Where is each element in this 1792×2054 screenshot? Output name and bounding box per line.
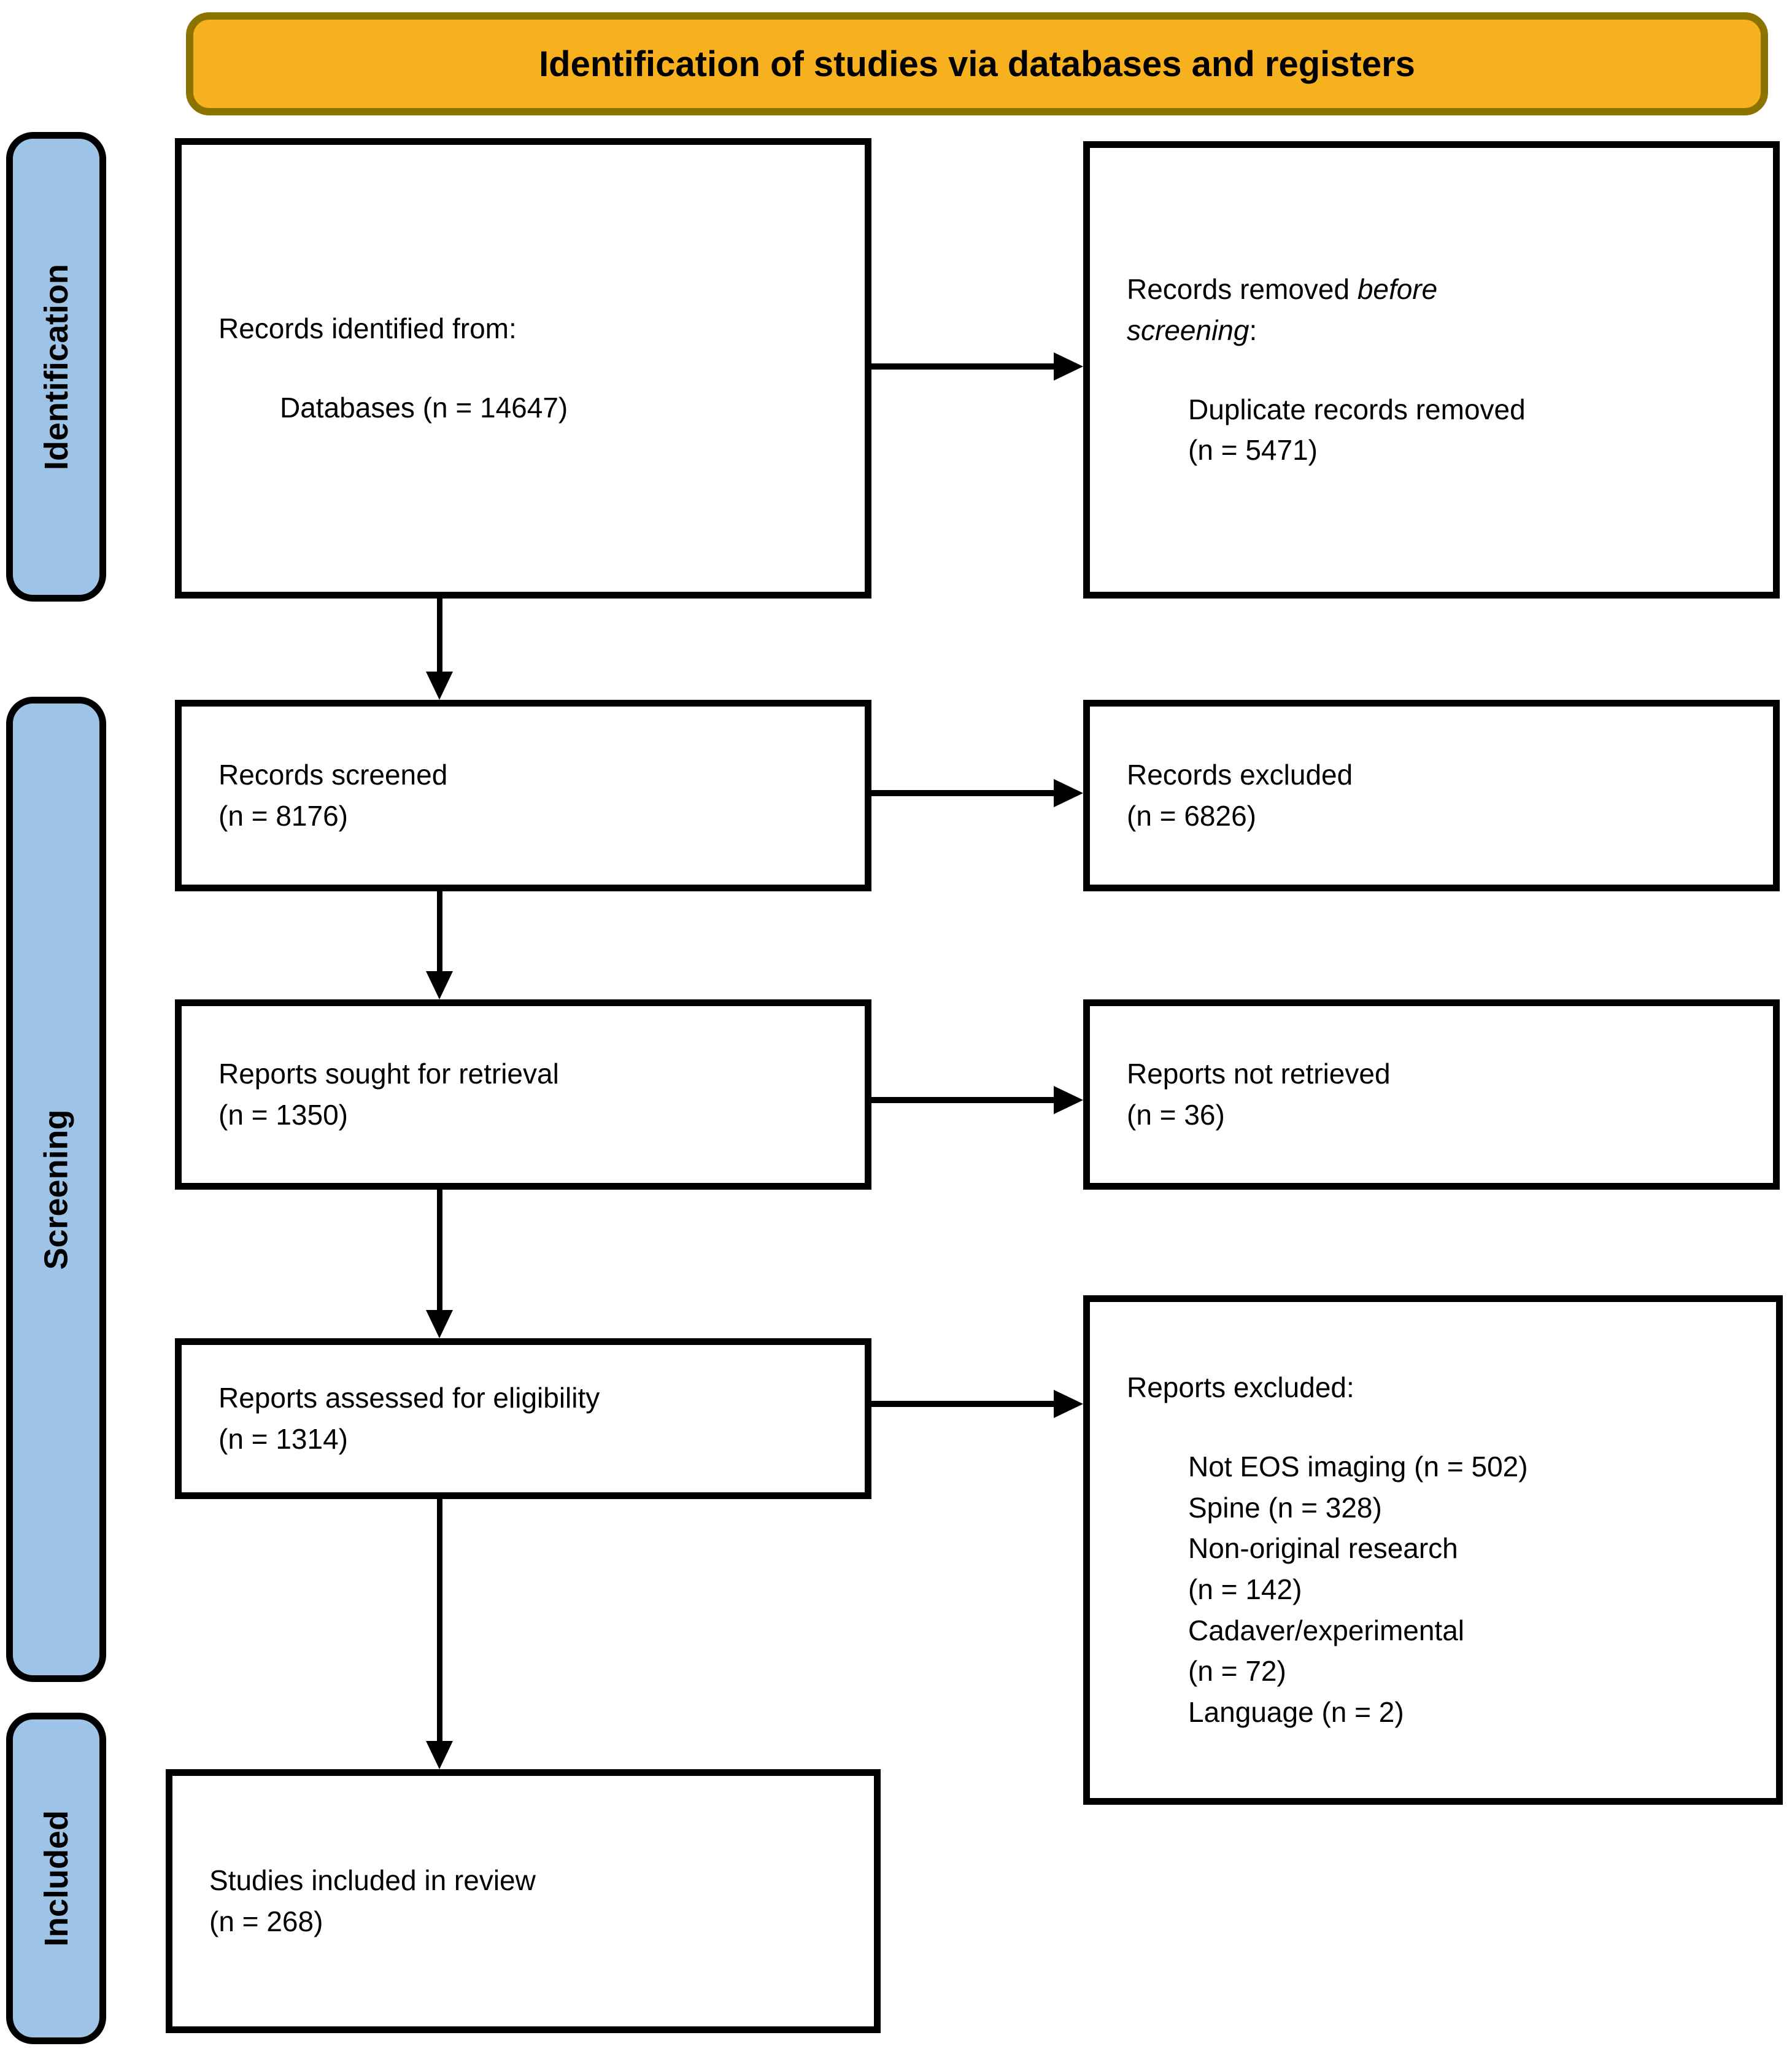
box-records-excluded-line1: Records excluded [1127, 759, 1353, 791]
box-reports-sought: Reports sought for retrieval (n = 1350) [175, 999, 871, 1190]
exclusion-reason-line: Spine (n = 328) [1188, 1491, 1382, 1524]
arrow-identified-to-screened-head [426, 672, 453, 700]
header-banner: Identification of studies via databases … [186, 12, 1768, 115]
box-reports-not-retrieved-line2: (n = 36) [1127, 1099, 1225, 1131]
arrow-screened-to-sought-head [426, 971, 453, 999]
arrow-screened-to-excluded-head [1054, 779, 1083, 807]
box-records-screened-line2: (n = 8176) [218, 800, 348, 832]
records-removed-italic-before: before [1357, 273, 1438, 306]
box-reports-excluded-title: Reports excluded: [1127, 1371, 1354, 1404]
box-records-excluded: Records excluded (n = 6826) [1083, 700, 1780, 891]
arrow-sought-to-notretrieved-head [1054, 1086, 1083, 1114]
box-records-screened: Records screened (n = 8176) [175, 700, 871, 891]
box-reports-not-retrieved: Reports not retrieved (n = 36) [1083, 999, 1780, 1190]
arrow-assessed-to-included-head [426, 1741, 453, 1769]
box-reports-sought-line2: (n = 1350) [218, 1099, 348, 1131]
stage-band-included: Included [6, 1713, 106, 2044]
arrow-screened-to-excluded-line [871, 790, 1056, 796]
arrow-sought-to-assessed-line [437, 1190, 442, 1314]
box-reports-excluded: Reports excluded: Not EOS imaging (n = 5… [1083, 1295, 1783, 1805]
exclusion-reason-line: (n = 142) [1188, 1573, 1302, 1605]
exclusion-reason-line: (n = 72) [1188, 1655, 1286, 1688]
stage-band-identification: Identification [6, 132, 106, 602]
arrow-screened-to-sought-line [437, 891, 442, 975]
exclusion-reason-line: Not EOS imaging (n = 502) [1188, 1450, 1528, 1482]
box-reports-assessed-line1: Reports assessed for eligibility [218, 1382, 600, 1414]
arrow-identified-to-removed-head [1054, 352, 1083, 381]
box-studies-included-line1: Studies included in review [209, 1864, 536, 1897]
stage-label-identification: Identification [37, 263, 75, 470]
records-removed-text: Records removed [1127, 273, 1358, 306]
stage-band-screening: Screening [6, 697, 106, 1682]
box-records-removed-sub2: (n = 5471) [1188, 434, 1318, 467]
box-studies-included: Studies included in review (n = 268) [166, 1769, 881, 2033]
arrow-assessed-to-excluded-line [871, 1401, 1056, 1407]
box-reports-not-retrieved-line1: Reports not retrieved [1127, 1058, 1391, 1090]
arrow-assessed-to-excluded-head [1054, 1390, 1083, 1418]
box-records-removed-sub1: Duplicate records removed [1188, 393, 1526, 425]
box-records-excluded-line2: (n = 6826) [1127, 800, 1256, 832]
records-removed-italic-screening: screening [1127, 314, 1249, 346]
exclusion-reason-line: Cadaver/experimental [1188, 1614, 1465, 1646]
arrow-sought-to-notretrieved-line [871, 1097, 1056, 1103]
exclusion-reason-line: Non-original research [1188, 1532, 1458, 1565]
box-records-identified-sub: Databases (n = 14647) [280, 392, 568, 424]
box-records-screened-line1: Records screened [218, 759, 448, 791]
box-reports-assessed: Reports assessed for eligibility (n = 13… [175, 1338, 871, 1499]
exclusion-reason-line: Language (n = 2) [1188, 1696, 1404, 1729]
arrow-sought-to-assessed-head [426, 1310, 453, 1338]
box-records-removed-line1: Records removed before [1127, 269, 1755, 310]
box-records-removed: Records removed before screening: Duplic… [1083, 141, 1780, 599]
arrow-identified-to-removed-line [871, 363, 1056, 370]
stage-label-screening: Screening [37, 1109, 75, 1270]
box-reports-assessed-line2: (n = 1314) [218, 1423, 348, 1455]
records-removed-colon: : [1249, 314, 1257, 346]
box-records-identified: Records identified from: Databases (n = … [175, 138, 871, 599]
box-studies-included-line2: (n = 268) [209, 1905, 323, 1937]
header-title: Identification of studies via databases … [539, 44, 1415, 84]
arrow-assessed-to-included-line [437, 1499, 442, 1745]
box-reports-sought-line1: Reports sought for retrieval [218, 1058, 559, 1090]
stage-label-included: Included [37, 1810, 75, 1947]
box-records-removed-line2: screening: [1127, 310, 1755, 351]
box-records-identified-title: Records identified from: [218, 312, 517, 345]
arrow-identified-to-screened-line [437, 599, 442, 676]
